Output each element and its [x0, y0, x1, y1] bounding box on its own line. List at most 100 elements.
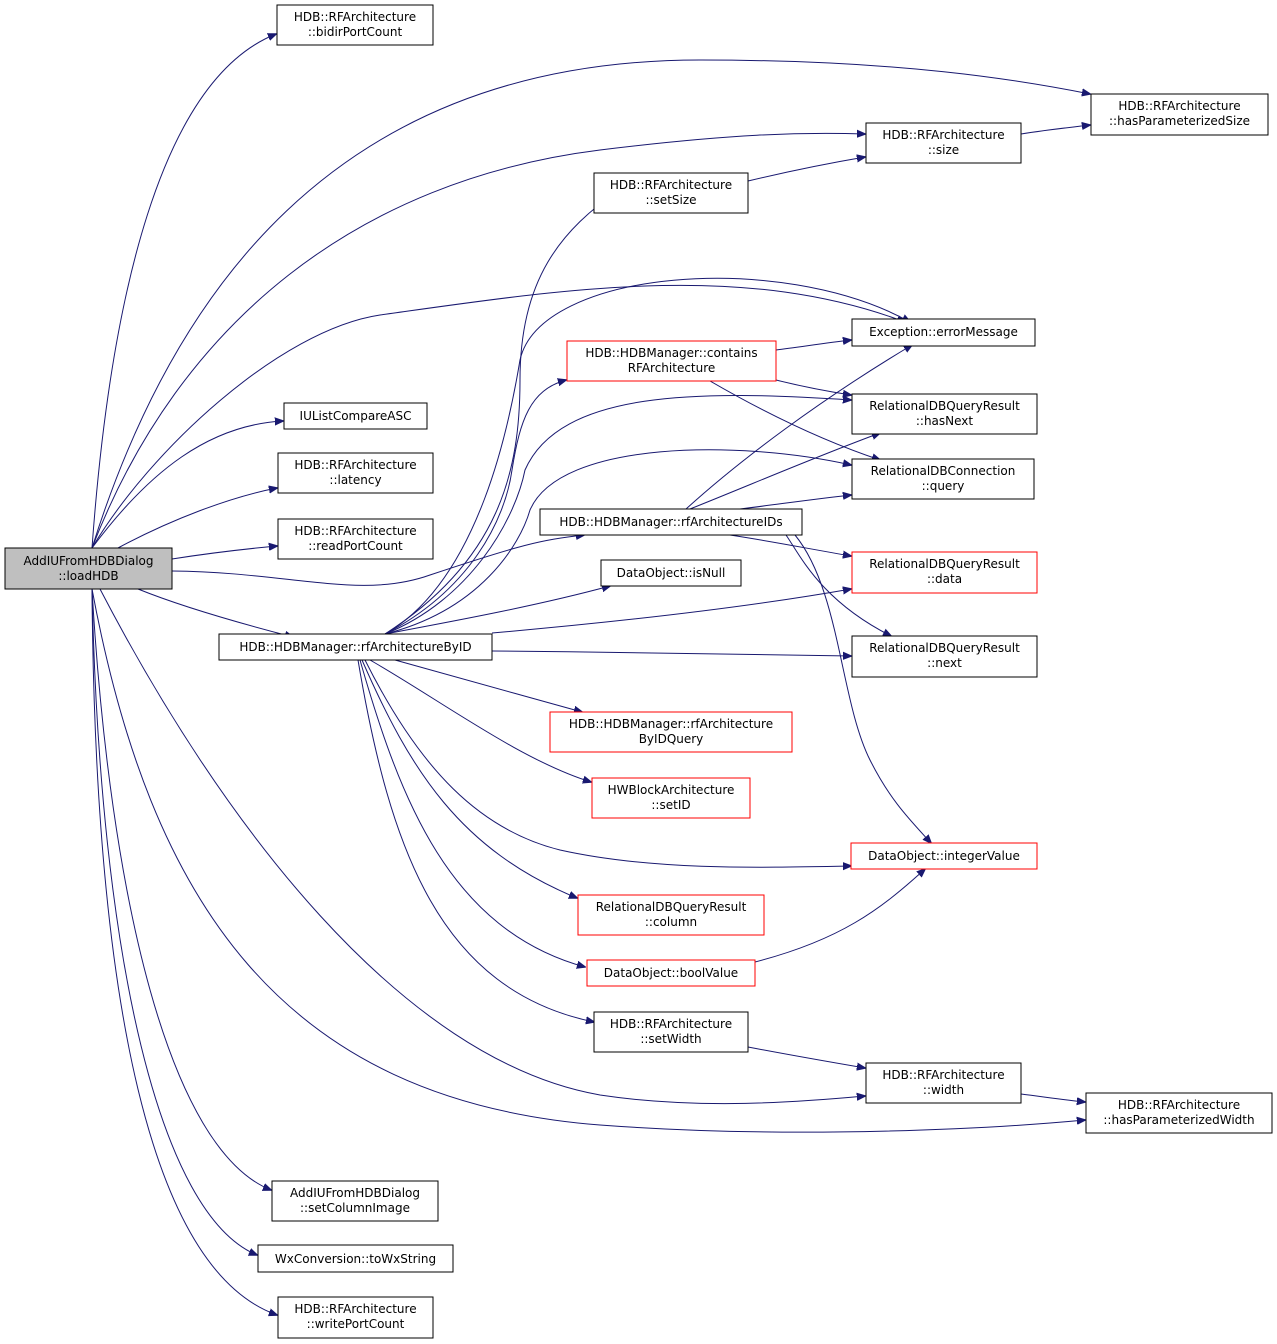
edge-byid-query — [384, 449, 851, 635]
node-rfarchitecture-size[interactable]: HDB::RFArchitecture ::size — [865, 122, 1022, 164]
node-relationaldbqueryresult-hasnext[interactable]: RelationalDBQueryResult ::hasNext — [851, 393, 1038, 435]
edge-contains-errorMessage — [775, 340, 851, 351]
edge-ids-errorMessage — [685, 345, 912, 510]
edge-byid-setSize — [384, 188, 622, 635]
node-label-line: ::setColumnImage — [300, 1201, 410, 1215]
edge-byid-setID — [369, 659, 591, 782]
edge-loadHDB-toWxString — [91, 588, 257, 1255]
node-label-line: WxConversion::toWxString — [275, 1252, 436, 1266]
node-label-line: DataObject::boolValue — [604, 966, 738, 980]
edge-setSize-size — [747, 157, 865, 182]
edge-loadHDB-size — [91, 133, 865, 549]
edge-loadHDB-rfArchitectureIDs — [171, 535, 584, 586]
edge-byid-data — [491, 589, 851, 634]
edge-loadHDB-width — [99, 588, 865, 1105]
node-rfarchitecture-hasparameterizedwidth[interactable]: HDB::RFArchitecture ::hasParameterizedWi… — [1085, 1092, 1273, 1134]
node-label-line: HDB::RFArchitecture — [1118, 1098, 1240, 1112]
node-label-line: ::column — [645, 915, 697, 929]
edge-loadHDB-errorMessage — [91, 284, 905, 549]
node-exception-errormessage[interactable]: Exception::errorMessage — [851, 318, 1036, 347]
node-addiufromhdbdialog-setcolumnimage[interactable]: AddIUFromHDBDialog ::setColumnImage — [271, 1180, 439, 1222]
node-label-line: HDB::RFArchitecture — [882, 1068, 1004, 1082]
node-label-line: HDB::RFArchitecture — [294, 524, 416, 538]
node-label-line: HDB::RFArchitecture — [294, 1302, 416, 1316]
node-label-line: DataObject::integerValue — [868, 849, 1020, 863]
edge-byid-isNull — [384, 586, 610, 635]
node-label-line: HDB::RFArchitecture — [1118, 99, 1240, 113]
edge-boolValue-integerValue — [754, 869, 925, 963]
node-rfarchitecture-width[interactable]: HDB::RFArchitecture ::width — [865, 1062, 1022, 1104]
node-wxconversion-towxstring[interactable]: WxConversion::toWxString — [257, 1244, 454, 1273]
edge-contains-hasNext — [775, 379, 851, 395]
node-relationaldbqueryresult-next[interactable]: RelationalDBQueryResult ::next — [851, 635, 1038, 678]
edge-ids-data — [729, 534, 851, 556]
node-label-line: HDB::HDBManager::contains — [585, 346, 757, 360]
edge-loadHDB-hasParameterizedSize — [91, 59, 1090, 549]
edge-loadHDB-IUListCompareASC — [91, 421, 283, 549]
node-label-line: RelationalDBQueryResult — [596, 900, 747, 914]
node-label-line: ::query — [922, 479, 965, 493]
node-rfarchitecture-hasparameterizedsize[interactable]: HDB::RFArchitecture ::hasParameterizedSi… — [1090, 93, 1269, 136]
node-label-line: AddIUFromHDBDialog — [23, 554, 153, 568]
node-label-line: RelationalDBConnection — [871, 464, 1016, 478]
node-relationaldbqueryresult-column[interactable]: RelationalDBQueryResult ::column — [577, 894, 765, 936]
node-label-line: ByIDQuery — [639, 732, 704, 746]
edge-loadHDB-rfArchitectureByID — [137, 588, 293, 637]
edge-byid-rfArchitectureByIDQuery — [394, 659, 582, 712]
node-label-line: HDB::HDBManager::rfArchitecture — [569, 717, 773, 731]
node-label-line: HDB::RFArchitecture — [610, 1017, 732, 1031]
edge-loadHDB-latency — [117, 488, 277, 549]
node-label-line: ::next — [927, 656, 962, 670]
node-relationaldbconnection-query[interactable]: RelationalDBConnection ::query — [851, 458, 1035, 500]
node-label-line: IUListCompareASC — [300, 409, 412, 423]
node-rfarchitecture-setsize[interactable]: HDB::RFArchitecture ::setSize — [593, 172, 749, 214]
node-rfarchitecture-writeportcount[interactable]: HDB::RFArchitecture ::writePortCount — [277, 1296, 434, 1339]
edge-contains-query — [709, 380, 880, 460]
edge-ids-next — [785, 534, 891, 636]
node-label-line: HWBlockArchitecture — [608, 783, 735, 797]
node-dataobject-isnull[interactable]: DataObject::isNull — [600, 559, 742, 587]
edge-byid-column — [361, 659, 577, 898]
node-label-line: HDB::RFArchitecture — [294, 10, 416, 24]
node-rfarchitecture-bidirportcount[interactable]: HDB::RFArchitecture ::bidirPortCount — [276, 4, 434, 46]
node-label-line: DataObject::isNull — [617, 566, 726, 580]
node-label-line: ::loadHDB — [58, 569, 118, 583]
edge-byid-errorMessage — [384, 277, 910, 635]
node-hdbmanager-rfarchitecturebyid[interactable]: HDB::HDBManager::rfArchitectureByID — [218, 633, 493, 661]
edge-ids-query — [739, 495, 851, 510]
node-label-line: ::width — [923, 1083, 964, 1097]
node-label-line: Exception::errorMessage — [869, 325, 1018, 339]
node-rfarchitecture-readportcount[interactable]: HDB::RFArchitecture ::readPortCount — [277, 518, 434, 560]
node-label-line: RelationalDBQueryResult — [869, 557, 1020, 571]
node-hdbmanager-containsrfarchitecture[interactable]: HDB::HDBManager::contains RFArchitecture — [566, 340, 777, 382]
node-label-line: RFArchitecture — [628, 361, 716, 375]
node-label-line: HDB::RFArchitecture — [610, 178, 732, 192]
node-rfarchitecture-latency[interactable]: HDB::RFArchitecture ::latency — [277, 452, 434, 494]
node-label-line: ::latency — [329, 473, 381, 487]
node-label-line: ::readPortCount — [308, 539, 403, 553]
edge-ids-hasNext — [689, 433, 880, 510]
node-label-line: HDB::RFArchitecture — [294, 458, 416, 472]
node-hdbmanager-rfarchitecturebyidquery[interactable]: HDB::HDBManager::rfArchitecture ByIDQuer… — [549, 711, 793, 753]
node-dataobject-integervalue[interactable]: DataObject::integerValue — [850, 842, 1038, 870]
node-label-line: ::hasParameterizedSize — [1109, 114, 1250, 128]
node-rfarchitecture-setwidth[interactable]: HDB::RFArchitecture ::setWidth — [593, 1011, 749, 1053]
node-label-line: ::setID — [651, 798, 690, 812]
edge-byid-boolValue — [359, 659, 585, 967]
node-label-line: RelationalDBQueryResult — [869, 399, 1020, 413]
node-label-line: ::bidirPortCount — [308, 25, 403, 39]
node-dataobject-boolvalue[interactable]: DataObject::boolValue — [586, 959, 756, 987]
node-label-line: ::size — [928, 143, 959, 157]
node-addiufromhdbdialog-loadhdb[interactable]: AddIUFromHDBDialog ::loadHDB — [4, 547, 173, 590]
node-iulistcompareasc[interactable]: IUListCompareASC — [283, 402, 428, 430]
edge-loadHDB-writePortCount — [91, 588, 277, 1315]
node-label-line: HDB::RFArchitecture — [882, 128, 1004, 142]
edge-size-hasParameterizedSize — [1020, 125, 1090, 135]
node-relationaldbqueryresult-data[interactable]: RelationalDBQueryResult ::data — [851, 551, 1038, 594]
node-label-line: HDB::HDBManager::rfArchitectureIDs — [559, 515, 782, 529]
edge-loadHDB-readPortCount — [171, 546, 277, 560]
edge-byid-hasNext — [384, 394, 851, 635]
node-hwblockarchitecture-setid[interactable]: HWBlockArchitecture ::setID — [591, 777, 751, 819]
node-hdbmanager-rfarchitectureids[interactable]: HDB::HDBManager::rfArchitectureIDs — [539, 508, 803, 536]
